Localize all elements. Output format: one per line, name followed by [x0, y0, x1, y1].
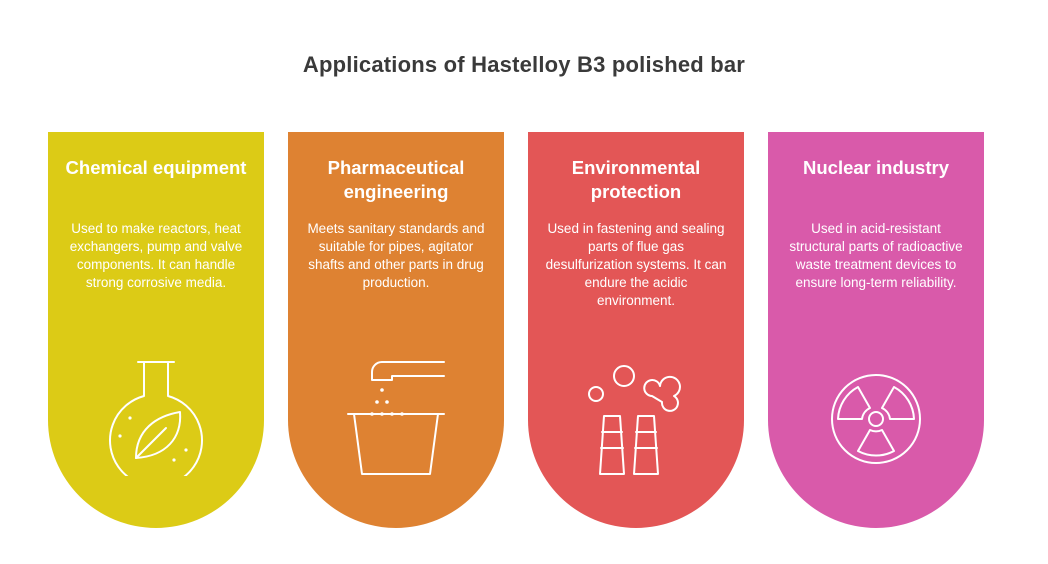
flask-leaf-icon [96, 356, 216, 476]
card-environmental-protection: Environmental protection Used in fasteni… [528, 132, 744, 528]
radiation-icon [816, 356, 936, 476]
card-heading: Environmental protection [571, 157, 701, 202]
page-title: Applications of Hastelloy B3 polished ba… [302, 52, 746, 77]
card-pharmaceutical-engineering: Pharmaceutical engineering Meets sanitar… [288, 132, 504, 528]
card-heading: Pharmaceutical engineering [327, 157, 465, 202]
faucet-beaker-icon [336, 356, 456, 476]
smokestack-icon [576, 356, 696, 476]
card-description: Used in fastening and sealing parts of f… [545, 221, 727, 308]
card-heading: Nuclear industry [803, 157, 949, 178]
card-description: Used in acid-resistant structural parts … [789, 221, 963, 290]
card-nuclear-industry: Nuclear industry Used in acid-resistant … [768, 132, 984, 528]
card-description: Meets sanitary standards and suitable fo… [307, 221, 485, 290]
card-description: Used to make reactors, heat exchangers, … [69, 221, 243, 290]
card-heading: Chemical equipment [65, 157, 247, 178]
card-chemical-equipment: Chemical equipment Used to make reactors… [48, 132, 264, 528]
